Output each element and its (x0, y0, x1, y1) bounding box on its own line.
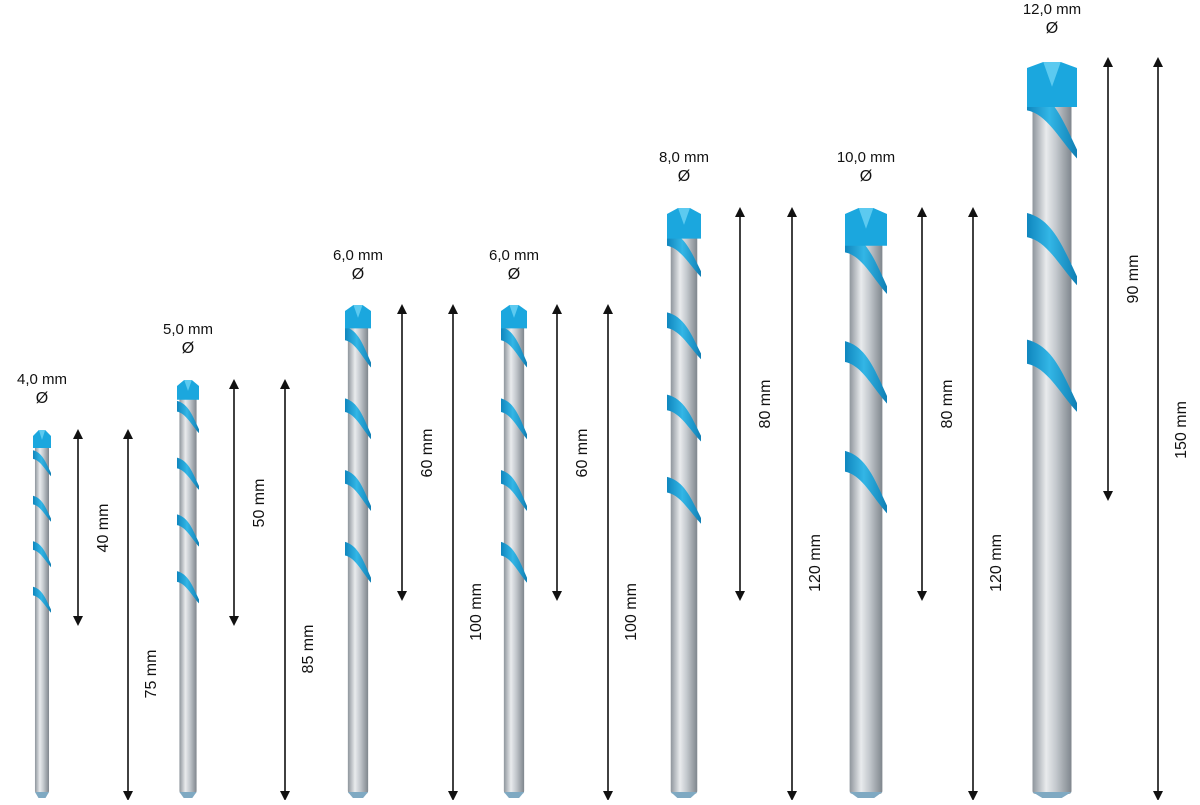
drill-bit-flute (33, 495, 51, 522)
diameter-symbol: Ø (181, 340, 195, 357)
flute-length-label: 40 mm (95, 503, 112, 552)
drill-bit-3 (345, 305, 371, 798)
drill-bit-flute (501, 398, 527, 440)
drill-bit-flute (1027, 339, 1077, 412)
total-length-label: 85 mm (300, 624, 317, 674)
drill-bit-flute (345, 326, 371, 368)
flute-length-label: 60 mm (574, 428, 591, 477)
drill-bit-end (503, 792, 525, 798)
drill-bit-flute (845, 341, 887, 404)
diameter-value: 6,0 mm (332, 247, 383, 264)
drill-bit-flute (345, 541, 371, 583)
drill-bit-flute (501, 470, 527, 511)
drill-bit-flute (667, 312, 701, 360)
drill-bit-tip-facet (38, 430, 46, 440)
drill-bit-6 (845, 208, 887, 798)
diameter-label: 8,0 mm Ø (639, 148, 729, 186)
drill-bit-flute (345, 470, 371, 511)
drill-bit-end (1032, 792, 1072, 798)
total-length-label: 100 mm (623, 582, 640, 641)
drill-bit-flute (345, 398, 371, 440)
diameter-label: 6,0 mm Ø (313, 246, 403, 284)
dimension-arrows-2 (229, 379, 290, 801)
drill-bit-flute (177, 457, 199, 490)
dimension-arrows-5 (735, 207, 797, 801)
flute-length-label: 60 mm (419, 428, 436, 477)
total-length-label: 100 mm (468, 582, 485, 641)
total-length-label: 120 mm (988, 534, 1005, 592)
diameter-label: 4,0 mm Ø (0, 370, 87, 408)
flute-length-label: 50 mm (251, 478, 268, 527)
drill-bit-flute (501, 326, 527, 368)
diameter-value: 10,0 mm (836, 149, 896, 166)
diameter-value: 8,0 mm (658, 149, 709, 166)
total-length-label: 75 mm (143, 649, 160, 699)
drill-bit-flute (1027, 213, 1077, 286)
drill-bit-flute (33, 586, 51, 613)
diameter-symbol: Ø (859, 168, 873, 185)
drill-bit-end (849, 792, 883, 798)
dimension-arrows-4 (552, 304, 613, 801)
drill-bit-flute (845, 231, 887, 294)
diameter-value: 12,0 mm (1022, 1, 1082, 18)
drill-bit-shank (849, 218, 883, 794)
drill-bit-1 (33, 430, 51, 798)
dimension-arrows-6 (917, 207, 978, 801)
diameter-label: 5,0 mm Ø (143, 320, 233, 358)
dimension-arrows-7 (1103, 57, 1163, 801)
drill-bit-shank (1032, 72, 1072, 794)
drill-bit-4 (501, 305, 527, 798)
diameter-label: 10,0 mm Ø (821, 148, 911, 186)
drill-bit-7 (1027, 62, 1077, 798)
drill-bit-end (34, 792, 50, 798)
diameter-value: 5,0 mm (162, 321, 213, 338)
drill-bit-2 (177, 380, 199, 798)
diameter-symbol: Ø (1045, 20, 1059, 37)
drill-bit-shank (179, 390, 197, 794)
drill-bit-flute (177, 571, 199, 604)
diameter-symbol: Ø (351, 266, 365, 283)
drill-bit-5 (667, 208, 701, 798)
diameter-symbol: Ø (35, 390, 49, 407)
drill-bit-end (347, 792, 369, 798)
drill-bit-flute (667, 230, 701, 277)
drill-bit-tip-facet (678, 208, 690, 225)
dimension-arrows-1 (73, 429, 133, 801)
diameter-value: 6,0 mm (488, 247, 539, 264)
drill-bit-flute (667, 394, 701, 442)
drill-bit-flute (845, 450, 887, 514)
dimension-arrows-3 (397, 304, 458, 801)
drill-bit-flute (33, 450, 51, 477)
diameter-symbol: Ø (507, 266, 521, 283)
diameter-value: 4,0 mm (16, 371, 67, 388)
drill-bit-end (179, 792, 197, 798)
drill-bit-flute (177, 400, 199, 434)
drill-bit-flute (667, 476, 701, 524)
drill-bit-flute (33, 541, 51, 568)
flute-length-label: 80 mm (939, 379, 956, 429)
diameter-label: 6,0 mm Ø (469, 246, 559, 284)
drill-bit-end (670, 792, 698, 798)
total-length-label: 120 mm (807, 534, 824, 592)
flute-length-label: 90 mm (1125, 254, 1142, 304)
drill-bit-tip-facet (184, 380, 192, 391)
total-length-label: 150 mm (1173, 401, 1190, 459)
drill-bit-tip-facet (353, 305, 363, 318)
drill-bit-tip-facet (858, 208, 874, 229)
diameter-symbol: Ø (677, 168, 691, 185)
drill-bit-shank (670, 218, 698, 794)
drill-bit-tip-facet (1043, 62, 1061, 87)
drill-bit-tip-facet (509, 305, 519, 318)
drill-bit-shank (34, 440, 50, 794)
diameter-label: 12,0 mm Ø (1007, 0, 1097, 38)
drill-bit-flute (501, 541, 527, 583)
drill-bit-flute (177, 514, 199, 547)
flute-length-label: 80 mm (757, 379, 774, 429)
